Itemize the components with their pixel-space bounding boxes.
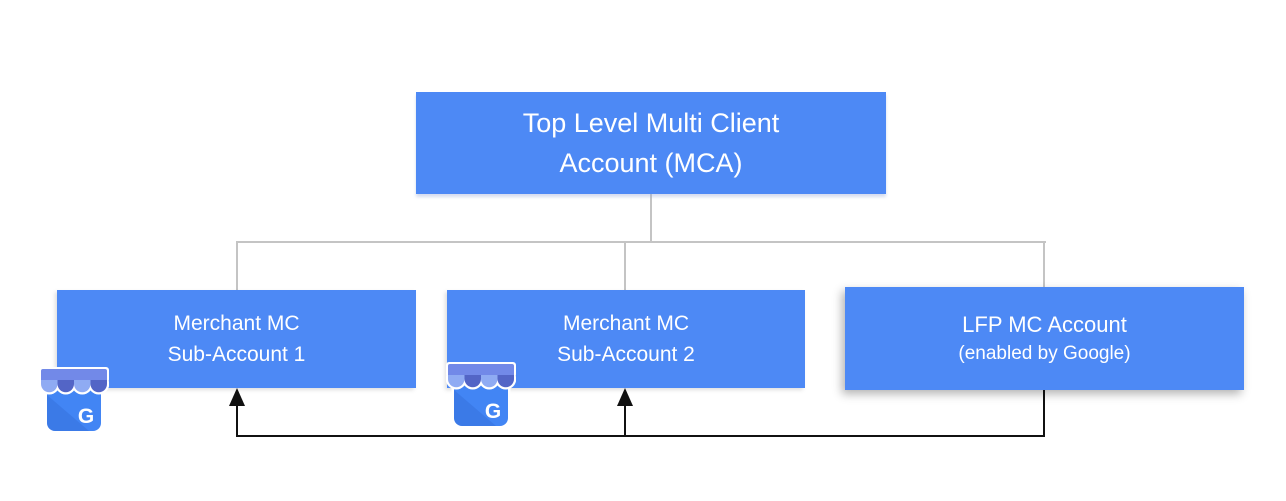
connector-main-rail (236, 241, 1046, 243)
gmb-g-letter: G (78, 405, 94, 428)
node-label-line: Merchant MC (562, 312, 690, 335)
node-label-line: Sub-Account 1 (167, 343, 306, 366)
node-label-line: LFP MC Account (962, 312, 1127, 337)
gmb-g-letter: G (485, 400, 501, 423)
feed-line-from-lfp (1043, 390, 1045, 437)
feed-line-to-sub1 (236, 403, 238, 437)
node-label-line: Top Level Multi Client (522, 108, 780, 138)
arrow-up-icon (229, 388, 245, 406)
feed-line-rail (236, 435, 1045, 437)
google-my-business-icon: G (39, 367, 109, 433)
google-my-business-icon: G (446, 362, 516, 428)
node-merchant-sub-account-1: Merchant MC Sub-Account 1 (57, 290, 416, 388)
arrow-up-icon (617, 388, 633, 406)
node-top-level-mca: Top Level Multi Client Account (MCA) (416, 92, 886, 194)
node-lfp-mc-account: LFP MC Account (enabled by Google) (845, 287, 1244, 390)
connector-drop-lfp (1043, 241, 1045, 287)
connector-drop-sub2 (624, 241, 626, 290)
node-label-line: (enabled by Google) (958, 343, 1131, 364)
connector-root-stem (650, 194, 652, 242)
node-label-line: Merchant MC (173, 312, 300, 335)
connector-drop-sub1 (236, 241, 238, 290)
feed-line-to-sub2 (624, 403, 626, 437)
node-label-line: Sub-Account 2 (557, 343, 695, 366)
node-label-line: Account (MCA) (559, 148, 743, 178)
